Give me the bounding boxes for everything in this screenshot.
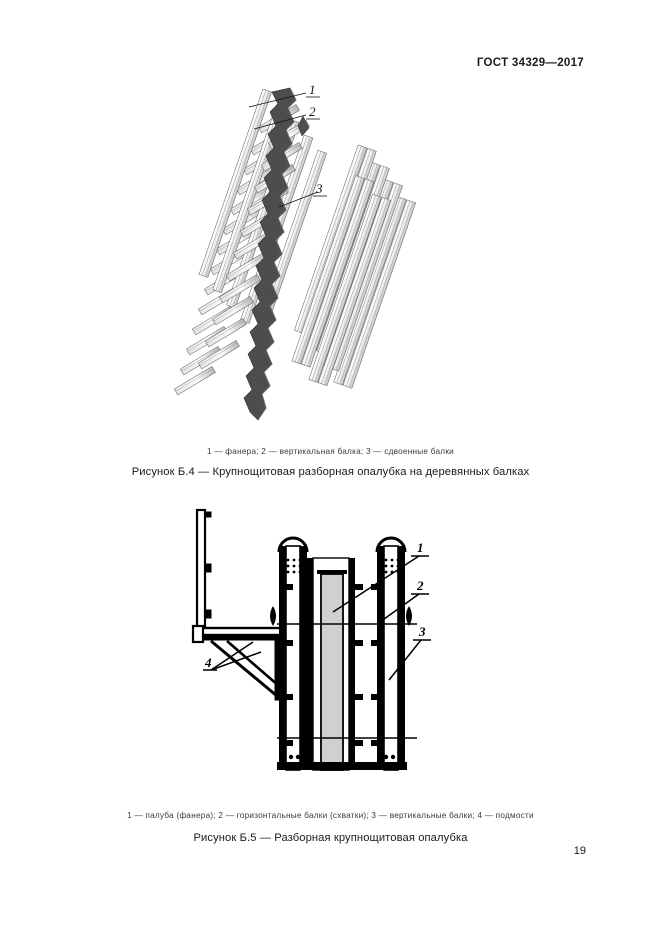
callout-b5-1: 1 — [332, 540, 429, 613]
callout-2-label: 2 — [309, 104, 316, 119]
standard-header: ГОСТ 34329—2017 — [476, 57, 584, 69]
callout-3-label: 3 — [315, 181, 323, 196]
callout-b5-2: 2 — [376, 578, 429, 625]
beam-side-lugs — [269, 606, 412, 626]
vertical-beam-left — [277, 536, 308, 771]
callout-b5-3: 3 — [387, 624, 431, 681]
figure-b4-caption: Рисунок Б.4 — Крупнощитовая разборная оп… — [131, 466, 530, 478]
callout-3: 3 — [278, 181, 327, 208]
callout-1: 1 — [248, 82, 320, 108]
plywood-panel — [243, 87, 297, 421]
callout-b5-4: 4 — [202, 641, 261, 671]
callout-b5-1-label: 1 — [417, 540, 424, 555]
figure-b5-caption: Рисунок Б.5 — Разборная крупнощитовая оп… — [193, 832, 468, 844]
callout-2: 2 — [253, 104, 320, 130]
page-number: 19 — [573, 845, 586, 857]
tie-rod-clamps — [284, 584, 379, 746]
callout-b5-3-label: 3 — [418, 624, 426, 639]
callout-1-label: 1 — [309, 82, 316, 97]
figure-b5-legend: 1 — палуба (фанера); 2 — горизонтальные … — [127, 811, 534, 820]
vertical-beam-right — [375, 536, 406, 771]
scaffold-assembly — [191, 508, 284, 701]
deck-plywood — [316, 570, 347, 771]
plywood-panel-tip — [297, 115, 309, 137]
callout-b5-4-label: 4 — [204, 655, 212, 670]
bottom-rail — [276, 754, 407, 770]
figure-b4-illustration: 1 2 3 — [173, 82, 416, 421]
figure-b4-legend: 1 — фанера; 2 — вертикальная балка; 3 — … — [207, 447, 454, 456]
figure-b4: 1 2 3 — [0, 82, 661, 442]
callout-b5-2-label: 2 — [416, 578, 424, 593]
figure-b5: 1 2 3 4 — [0, 500, 661, 800]
figure-b5-illustration: 1 2 3 4 — [191, 508, 431, 771]
